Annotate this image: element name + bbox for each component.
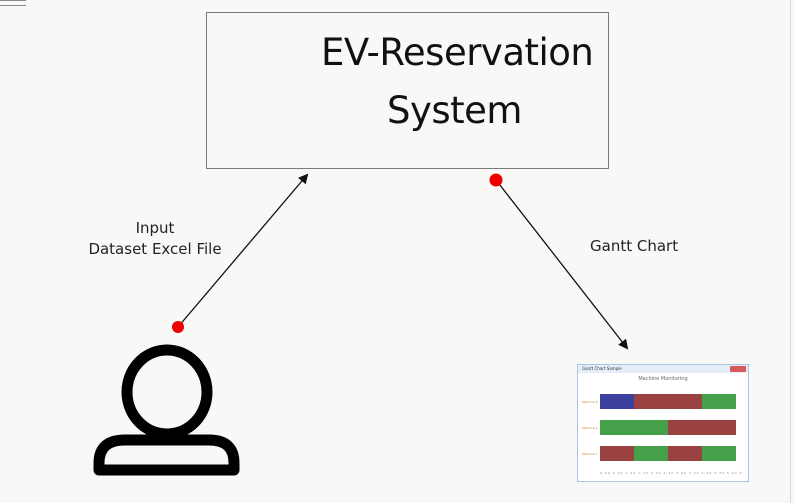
output-edge-label: Gantt Chart (590, 237, 679, 255)
gantt-bar-segment (702, 446, 736, 461)
input-label-line-2: Dataset Excel File (88, 240, 222, 258)
gantt-bar-segment (600, 420, 668, 435)
system-node: EV-Reservation System (206, 12, 609, 169)
input-connector-dot (172, 321, 184, 333)
gantt-row-label: Machine 3 (582, 400, 598, 404)
gantt-window-titlebar: Gantt Chart Sample (578, 365, 748, 373)
window-close-icon (730, 366, 746, 372)
gantt-bar-segment (600, 394, 634, 409)
gantt-bar-segment (600, 446, 634, 461)
page-edge-line (790, 0, 791, 503)
gantt-bar-segment (634, 394, 702, 409)
gantt-bar-segment (668, 420, 736, 435)
user-icon (93, 344, 240, 476)
gantt-row-label: Machine 2 (582, 426, 598, 430)
system-title-line-2: System (387, 89, 522, 132)
corner-mark (0, 0, 26, 6)
gantt-axis-ticks: 0:00 0:30 1:00 1:30 2:00 2:30 3:00 3:30 … (600, 471, 744, 475)
gantt-row-label: Machine 1 (582, 452, 598, 456)
output-arrow (495, 179, 629, 350)
gantt-chart-title: Machine Monitoring (638, 376, 688, 382)
input-label-line-1: Input (135, 219, 175, 237)
output-connector-dot (489, 173, 503, 187)
system-title-line-1: EV-Reservation (321, 31, 594, 74)
gantt-bar-segment (634, 446, 668, 461)
input-arrow (177, 173, 309, 328)
gantt-bar-segment (702, 394, 736, 409)
gantt-chart-thumbnail: Gantt Chart Sample Machine Monitoring Ma… (577, 364, 749, 482)
input-edge-label: Input Dataset Excel File (80, 218, 230, 260)
gantt-bar-segment (668, 446, 702, 461)
